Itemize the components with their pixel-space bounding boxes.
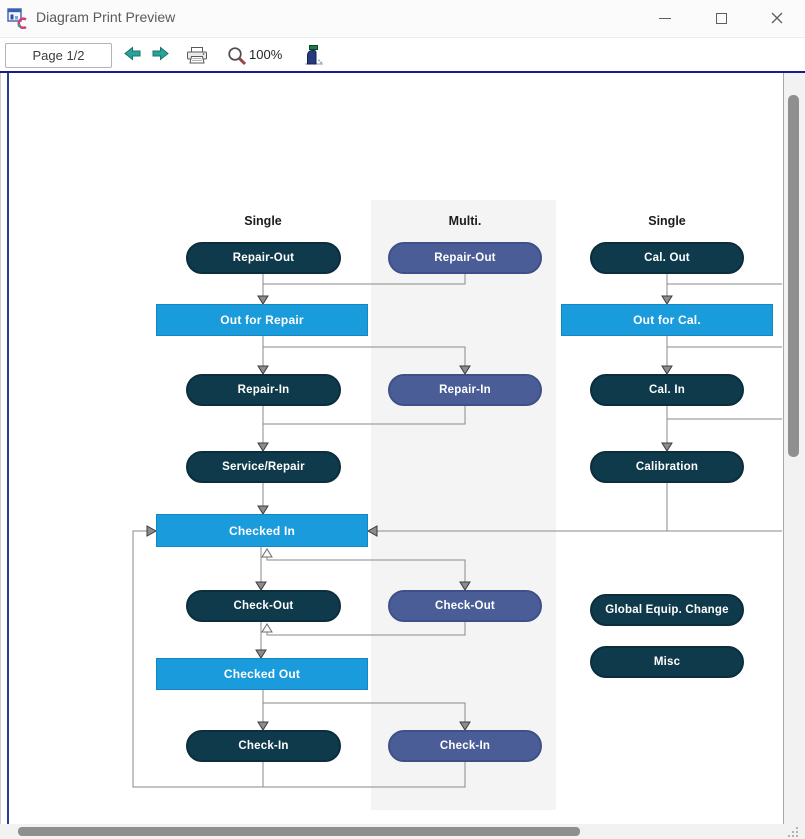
zoom-level[interactable]: 100% — [249, 47, 283, 62]
node-check-out-multi: Check-Out — [388, 590, 542, 622]
node-calibration: Calibration — [590, 451, 744, 483]
column-header-multi: Multi. — [448, 214, 482, 228]
node-checked-out: Checked Out — [156, 658, 368, 690]
vertical-scrollbar[interactable] — [784, 73, 805, 824]
window-title: Diagram Print Preview — [36, 9, 176, 25]
page-indicator[interactable]: Page 1/2 — [5, 43, 112, 68]
node-check-in-single: Check-In — [186, 730, 341, 762]
node-cal-out: Cal. Out — [590, 242, 744, 274]
node-check-in-multi: Check-In — [388, 730, 542, 762]
multi-column-band — [371, 200, 556, 810]
node-cal-in: Cal. In — [590, 374, 744, 406]
vertical-scrollbar-thumb[interactable] — [788, 95, 799, 457]
title-bar: Diagram Print Preview — [0, 0, 805, 38]
node-repair-in-single: Repair-In — [186, 374, 341, 406]
maximize-button[interactable] — [693, 0, 749, 36]
node-checked-in: Checked In — [156, 514, 368, 547]
toolbar: Page 1/2 100% — [0, 38, 805, 71]
node-out-for-cal: Out for Cal. — [561, 304, 773, 336]
next-page-button[interactable] — [152, 46, 169, 61]
previous-page-button[interactable] — [124, 46, 141, 61]
node-repair-in-multi: Repair-In — [388, 374, 542, 406]
minimize-button[interactable] — [637, 0, 693, 36]
close-button[interactable] — [749, 0, 805, 36]
zoom-button[interactable] — [227, 46, 248, 67]
node-global-equip-change: Global Equip. Change — [590, 594, 744, 626]
app-icon — [7, 8, 27, 29]
toolbar-separator — [0, 71, 805, 73]
horizontal-scrollbar[interactable] — [0, 824, 805, 839]
resize-grip[interactable] — [796, 827, 798, 829]
close-icon — [771, 12, 783, 24]
node-repair-out-multi: Repair-Out — [388, 242, 542, 274]
node-service-repair: Service/Repair — [186, 451, 341, 483]
node-out-for-repair: Out for Repair — [156, 304, 368, 336]
node-repair-out-single: Repair-Out — [186, 242, 341, 274]
horizontal-scrollbar-thumb[interactable] — [18, 827, 580, 836]
column-header-single-right: Single — [648, 214, 686, 228]
node-check-out-single: Check-Out — [186, 590, 341, 622]
maximize-icon — [715, 12, 727, 24]
close-preview-door-button[interactable] — [305, 45, 323, 65]
node-misc: Misc — [590, 646, 744, 678]
minimize-icon — [659, 17, 671, 19]
print-button[interactable] — [186, 47, 208, 64]
column-header-single-left: Single — [244, 214, 282, 228]
